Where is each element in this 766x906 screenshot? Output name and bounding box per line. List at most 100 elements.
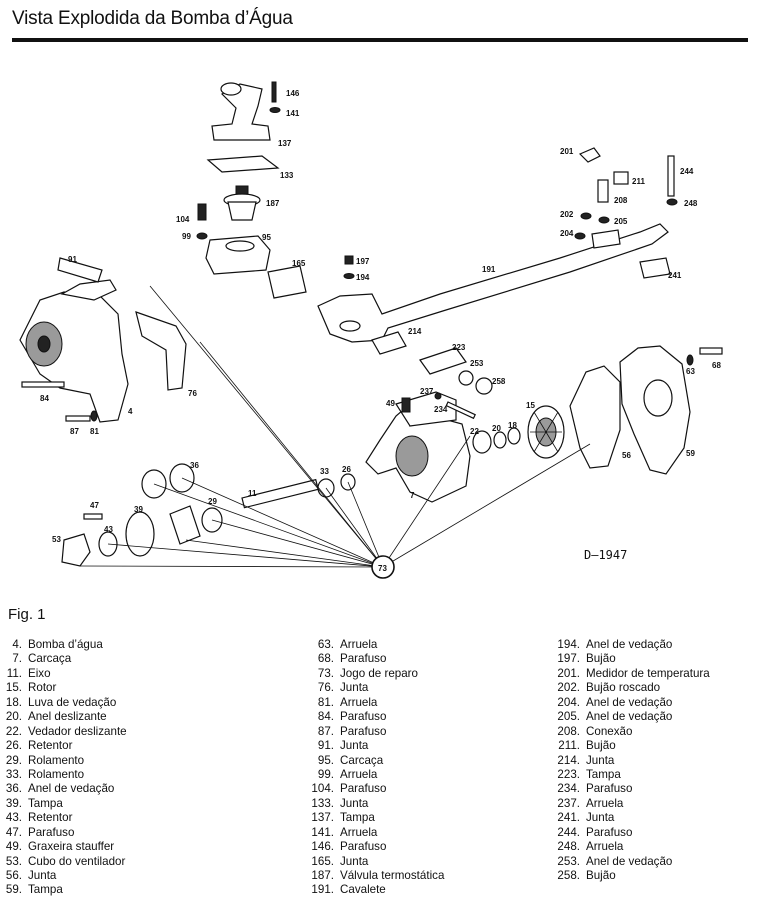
callout-204: 204 — [560, 229, 574, 238]
callout-202: 202 — [560, 210, 574, 219]
legend-item: 4.Bomba d’água — [0, 638, 127, 652]
legend-item: 237. Arruela — [548, 797, 710, 811]
callout-26: 26 — [342, 465, 351, 474]
legend-text: Anel deslizante — [28, 710, 107, 724]
legend-item: 73.Jogo de reparo — [306, 667, 444, 681]
legend-number: 47. — [5, 825, 22, 839]
bolt-244-icon — [667, 155, 675, 197]
drawing-reference: D—1947 — [584, 548, 628, 562]
callout-133: 133 — [280, 171, 294, 180]
page-title: Vista Explodida da Bomba d’Água — [12, 8, 293, 29]
legend-number: 191. — [311, 883, 334, 897]
fitting-208-icon — [597, 179, 609, 203]
gasket-133-icon — [206, 155, 280, 173]
legend-item: 39.Tampa — [0, 797, 127, 811]
legend-item: 49.Graxeira stauffer — [0, 840, 127, 854]
callout-29: 29 — [208, 497, 217, 506]
callout-201: 201 — [560, 147, 574, 156]
legend-number: 49. — [5, 840, 22, 854]
legend-text: Anel de vedação — [28, 782, 115, 796]
legend-text: Bujão roscado — [586, 681, 661, 695]
legend-text: Cubo do ventilador — [28, 854, 126, 868]
legend-number: 241. — [557, 811, 580, 825]
legend-text: Junta — [28, 869, 57, 882]
legend-item: 133.Junta — [306, 797, 444, 811]
legend-number: 201. — [557, 666, 580, 680]
callout-237: 237 — [420, 387, 434, 396]
legend-number: 29. — [5, 753, 22, 767]
callout-53: 53 — [52, 535, 61, 544]
gasket-91-icon — [57, 257, 103, 283]
legend-item: 56.Junta — [0, 869, 127, 883]
callout-223: 223 — [452, 343, 466, 352]
callout-137: 137 — [278, 139, 292, 148]
legend-text: Parafuso — [586, 782, 633, 796]
bolt-68-icon — [699, 347, 723, 355]
callout-43: 43 — [104, 525, 113, 534]
legend-text: Parafuso — [340, 710, 387, 724]
callout-68: 68 — [712, 361, 721, 370]
legend-item: 91.Junta — [306, 739, 444, 753]
legend-text: Arruela — [340, 638, 378, 651]
legend-number: 53. — [5, 854, 22, 868]
legend-number: 165. — [311, 854, 334, 868]
legend-text: Carcaça — [340, 753, 384, 767]
callout-18: 18 — [508, 421, 517, 430]
legend-number: 36. — [5, 782, 22, 796]
legend-number: 76. — [317, 681, 334, 695]
plug-258-icon — [475, 377, 493, 395]
legend-text: Bujão — [586, 652, 616, 666]
legend-number: 43. — [5, 811, 22, 825]
callout-253: 253 — [470, 359, 484, 368]
legend-number: 81. — [317, 695, 334, 709]
legend-item: 137.Tampa — [306, 811, 444, 825]
legend-item: 191. Cavalete — [306, 883, 444, 897]
legend-text: Parafuso — [340, 782, 387, 796]
legend-number: 87. — [317, 724, 334, 738]
callout-205: 205 — [614, 217, 628, 226]
legend-item: 63.Arruela — [306, 638, 444, 652]
plug-202-icon — [580, 212, 592, 220]
callout-15: 15 — [526, 401, 535, 410]
pump-housing-icon — [365, 391, 471, 503]
callout-4: 4 — [128, 407, 133, 416]
figure-label: Fig. 1 — [8, 606, 46, 623]
legend-item: 7.Carcaça — [0, 652, 127, 666]
legend-text: Válvula termostática — [340, 869, 445, 882]
title-rule — [12, 38, 748, 42]
legend-text: Parafuso — [340, 652, 387, 666]
callout-33: 33 — [320, 467, 329, 476]
cover-59-icon — [619, 345, 691, 475]
legend-item: 36. Anel de vedação — [0, 782, 127, 796]
legend-item: 43. Retentor — [0, 811, 127, 825]
callout-84: 84 — [40, 394, 49, 403]
legend-item: 202.Bujão roscado — [548, 681, 710, 695]
legend-text: Parafuso — [340, 840, 387, 854]
legend-item: 47.Parafuso — [0, 826, 127, 840]
legend-number: 253. — [557, 854, 580, 868]
legend-item: 197.Bujão — [548, 652, 710, 666]
callout-73: 73 — [378, 564, 387, 573]
callout-208: 208 — [614, 196, 628, 205]
callout-87: 87 — [70, 427, 79, 436]
plug-197-icon — [344, 255, 354, 265]
shaft-11-icon — [241, 478, 319, 509]
legend-item: 253.Anel de vedação — [548, 855, 710, 869]
legend-text: Retentor — [28, 811, 73, 825]
bolt-234-icon — [445, 401, 476, 420]
callout-165: 165 — [292, 259, 306, 268]
legend-text: Arruela — [586, 796, 624, 810]
callout-211: 211 — [632, 177, 645, 186]
legend-number: 11. — [6, 666, 22, 680]
legend-number: 26. — [5, 739, 22, 753]
legend-item: 205.Anel de vedação — [548, 710, 710, 724]
legend-text: Cavalete — [340, 883, 386, 897]
callout-248: 248 — [684, 199, 698, 208]
cover-39-icon — [125, 511, 155, 557]
grease-fitting-49-icon — [401, 397, 411, 413]
legend-number: 237. — [557, 796, 580, 810]
ring-194-icon — [343, 273, 355, 279]
legend-text: Jogo de reparo — [340, 666, 418, 680]
callout-187: 187 — [266, 199, 280, 208]
